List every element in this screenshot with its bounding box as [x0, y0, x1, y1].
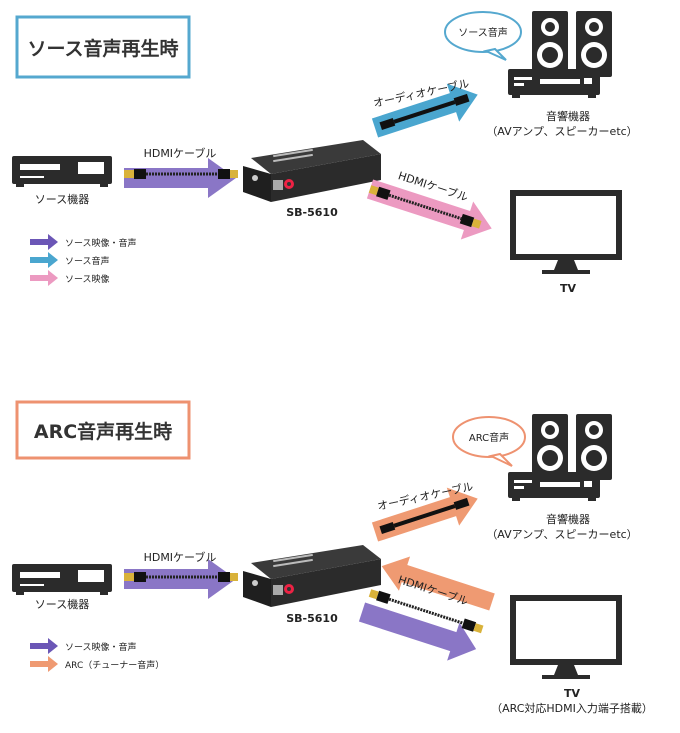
legend-item: ソース映像・音声: [30, 638, 137, 654]
legend-label: ソース映像: [65, 273, 110, 285]
optical-out-arrow: [371, 83, 478, 138]
legend: ソース映像・音声 ARC（チューナー音声）: [30, 638, 164, 672]
sb5610-device-icon: [243, 545, 381, 607]
av-amp-icon: [508, 472, 600, 501]
sb5610-device-icon: [243, 140, 381, 202]
legend-label: ARC（チューナー音声）: [65, 659, 164, 671]
audio-bubble-text: ソース音声: [458, 26, 508, 39]
speaker-left-icon: [532, 414, 568, 480]
legend: ソース映像・音声 ソース音声 ソース映像: [30, 234, 137, 286]
audio-bubble: ARC音声: [452, 416, 526, 467]
tv-label: TV: [560, 282, 577, 295]
legend-label: ソース音声: [65, 255, 110, 267]
speaker-left-icon: [532, 11, 568, 77]
device-label: SB-5610: [286, 206, 338, 219]
panel-source-audio: ソース音声再生時 ソース機器 HDMIケーブル SB-5610 オーディオケーブ…: [12, 11, 638, 295]
speaker-right-icon: [576, 11, 612, 77]
panel-title-box: [15, 15, 191, 79]
blue-arrow-icon: [30, 252, 58, 268]
hdmi-in-arrow: [124, 158, 236, 198]
audio-device-label: 音響機器: [546, 512, 590, 526]
tv-label: TV: [564, 687, 581, 700]
audio-device-label: 音響機器: [546, 109, 590, 123]
arc-return-arrow: [381, 556, 495, 611]
purple-arrow-icon: [30, 234, 58, 250]
orange-arrow-icon: [30, 656, 58, 672]
tv-icon: [510, 595, 622, 679]
purple-arrow-icon: [30, 638, 58, 654]
panel-arc-audio: ARC音声再生時 ソース機器 HDMIケーブル SB-5610 オーディオケーブ…: [12, 400, 653, 715]
optical-out-arrow: [371, 487, 478, 542]
panel-title: ソース音声再生時: [27, 37, 178, 60]
source-player-icon: [12, 564, 112, 595]
source-device-label: ソース機器: [35, 597, 89, 611]
tv-icon: [510, 190, 622, 274]
legend-item: ARC（チューナー音声）: [30, 656, 164, 672]
panel-title: ARC音声再生時: [34, 420, 172, 443]
av-amp-icon: [508, 69, 600, 98]
panel-title-box: [15, 400, 191, 460]
hdmi-in-label: HDMIケーブル: [144, 146, 217, 160]
hdmi-in-arrow: [124, 559, 236, 599]
source-player-icon: [12, 156, 112, 187]
hdmi-in-label: HDMIケーブル: [144, 550, 217, 564]
source-device-label: ソース機器: [35, 192, 89, 206]
legend-item: ソース映像: [30, 270, 110, 286]
legend-item: ソース映像・音声: [30, 234, 137, 250]
legend-label: ソース映像・音声: [65, 237, 137, 249]
tv-sub: （ARC対応HDMI入力端子搭載）: [491, 701, 653, 715]
audio-bubble: ソース音声: [444, 11, 522, 61]
legend-item: ソース音声: [30, 252, 110, 268]
hdmi-out-arrow: [366, 179, 492, 240]
audio-device-sub: （AVアンプ、スピーカーetc）: [486, 528, 637, 541]
hdmi-out-cable: [368, 589, 484, 634]
device-label: SB-5610: [286, 612, 338, 625]
audio-bubble-text: ARC音声: [469, 431, 509, 444]
speaker-right-icon: [576, 414, 612, 480]
video-out-arrow: [358, 602, 477, 661]
audio-device-sub: （AVアンプ、スピーカーetc）: [486, 125, 637, 138]
pink-arrow-icon: [30, 270, 58, 286]
legend-label: ソース映像・音声: [65, 641, 137, 653]
